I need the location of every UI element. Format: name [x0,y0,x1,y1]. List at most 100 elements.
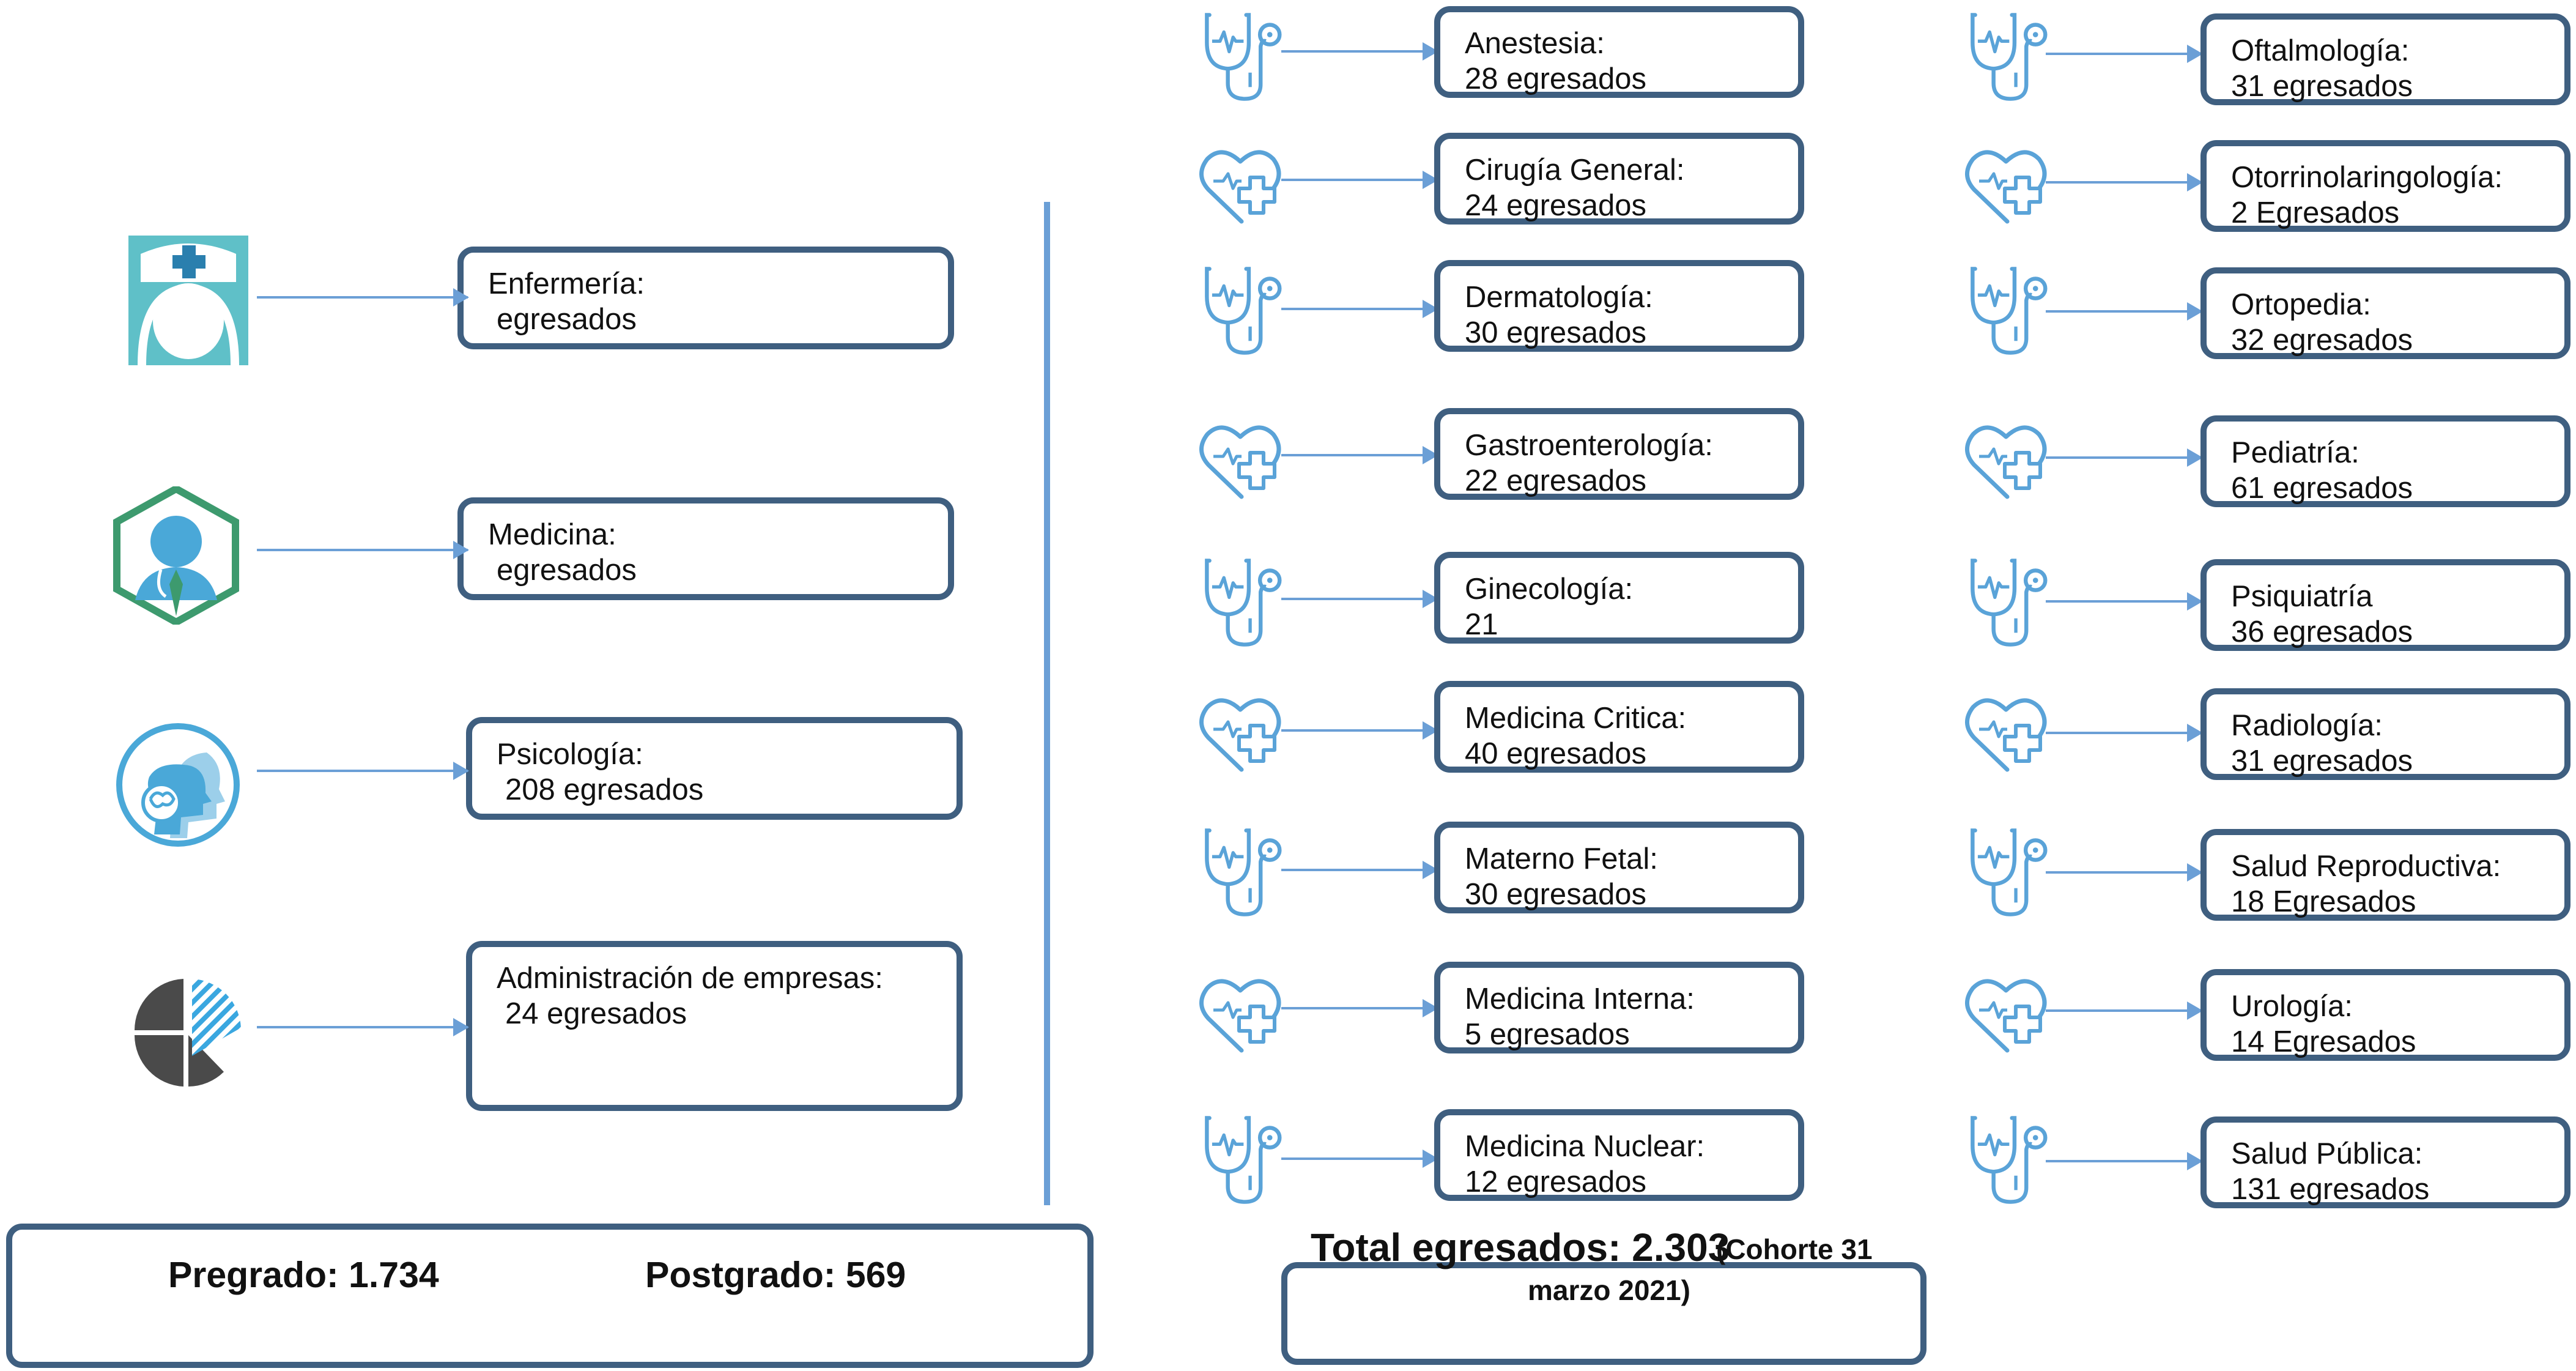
postgrad-card-count: 18 Egresados [2231,885,2416,918]
undergrad-card-title: Medicina: [488,518,616,551]
stethoscope-icon [1963,1114,2049,1206]
connector-arrow [1281,1150,1438,1168]
undergrad-card-count: egresados [497,303,637,336]
psychology-head-icon [116,723,240,847]
postgrad-card-title: Psiquiatría [2231,580,2373,613]
postgrad-card-count: 40 egresados [1465,737,1646,770]
postgrad-card-title: Medicina Nuclear: [1465,1130,1705,1163]
cohort-line2: marzo 2021) [1528,1274,1690,1306]
pie-chart-icon [134,979,241,1087]
postgrad-card-title: Salud Pública: [2231,1137,2423,1170]
connector-arrow [2046,1001,2203,1020]
postgrad-card-title: Urología: [2231,990,2353,1023]
postgrad-card: Salud Pública:131 egresados [2200,1116,2570,1208]
postgrad-card-count: 131 egresados [2231,1173,2430,1206]
heart-cross-icon [1197,413,1283,505]
postgrad-card-title: Pediatría: [2231,436,2359,469]
postgrad-card-title: Medicina Critica: [1465,702,1687,735]
postgrad-card-title: Radiología: [2231,709,2383,742]
postgrad-card-count: 24 egresados [1465,189,1646,222]
connector-arrow [1281,721,1438,740]
postgrad-card-title: Medicina Interna: [1465,983,1695,1016]
postgrad-card: Urología:14 Egresados [2200,969,2570,1061]
postgrad-card-title: Ginecología: [1465,573,1634,606]
postgrad-card-title: Gastroenterología: [1465,429,1713,462]
total-egresados: Total egresados: 2.303 [1311,1225,1730,1269]
heart-cross-icon [1197,138,1283,229]
undergrad-card-title: Enfermería: [488,267,645,300]
stethoscope-icon [1197,557,1283,648]
postgrad-card-count: 32 egresados [2231,324,2413,357]
postgrad-card-count: 36 egresados [2231,615,2413,648]
postgrad-card: Cirugía General:24 egresados [1434,133,1804,225]
undergrad-card-count: egresados [497,554,637,587]
connector-arrow [2046,724,2203,742]
connector-arrow [1281,590,1438,608]
postgrad-card: Medicina Interna:5 egresados [1434,962,1804,1053]
connector-arrow [257,288,469,307]
stethoscope-icon [1197,265,1283,357]
connector-arrow [1281,171,1438,189]
postgrado-total: Postgrado: 569 [645,1255,906,1295]
postgrad-card-title: Salud Reproductiva: [2231,850,2501,883]
postgrad-card: Radiología:31 egresados [2200,688,2570,780]
undergrad-card-title: Administración de empresas: [497,962,883,995]
stethoscope-icon [1963,11,2049,103]
postgrad-card: Pediatría:61 egresados [2200,415,2570,507]
heart-cross-icon [1963,967,2049,1058]
undergrad-card: Administración de empresas:24 egresados [466,941,963,1111]
connector-arrow [257,762,469,780]
heart-cross-icon [1963,686,2049,778]
undergrad-card-count: 208 egresados [505,773,704,806]
postgrad-card-count: 21 [1465,608,1498,641]
postgrad-card: Anestesia:28 egresados [1434,6,1804,98]
summary-box-total [1281,1262,1926,1365]
postgrad-card-count: 31 egresados [2231,70,2413,103]
heart-cross-icon [1197,967,1283,1058]
connector-arrow [257,1018,469,1036]
postgrad-card-title: Oftalmología: [2231,34,2410,67]
postgrad-card-title: Cirugía General: [1465,154,1685,187]
connector-arrow [1281,42,1438,61]
postgrad-card-count: 22 egresados [1465,464,1646,497]
connector-arrow [2046,592,2203,611]
pregrado-total: Pregrado: 1.734 [168,1255,439,1295]
connector-arrow [2046,302,2203,321]
postgrad-card: Medicina Critica:40 egresados [1434,681,1804,773]
stethoscope-icon [1197,1114,1283,1206]
connector-arrow [1281,300,1438,318]
postgrad-card-title: Dermatología: [1465,281,1653,314]
stethoscope-icon [1197,11,1283,103]
postgrad-card-count: 31 egresados [2231,745,2413,778]
undergrad-card-title: Psicología: [497,738,643,771]
postgrad-card: Materno Fetal:30 egresados [1434,822,1804,913]
connector-arrow [2046,448,2203,467]
postgrad-card-count: 61 egresados [2231,472,2413,505]
connector-arrow [1281,999,1438,1017]
connector-arrow [2046,863,2203,882]
connector-arrow [2046,1152,2203,1170]
postgrad-card-title: Anestesia: [1465,27,1605,60]
postgrad-card: Dermatología:30 egresados [1434,260,1804,352]
postgrad-card-title: Ortopedia: [2231,288,2371,321]
postgrad-card-count: 2 Egresados [2231,196,2400,229]
postgrad-card-title: Materno Fetal: [1465,842,1658,875]
stethoscope-icon [1963,557,2049,648]
stethoscope-icon [1963,827,2049,918]
postgrad-card: Ginecología:21 [1434,552,1804,644]
undergrad-card: Psicología:208 egresados [466,717,963,820]
stethoscope-icon [1197,827,1283,918]
heart-cross-icon [1963,138,2049,229]
postgrad-card-count: 30 egresados [1465,316,1646,349]
postgrad-card: Oftalmología:31 egresados [2200,13,2570,105]
cohort-line1: (Cohorte 31 [1716,1233,1873,1265]
postgrad-card: Gastroenterología:22 egresados [1434,408,1804,500]
connector-arrow [1281,861,1438,879]
heart-cross-icon [1963,413,2049,505]
undergrad-card: Enfermería:egresados [457,247,954,349]
doctor-icon [113,486,239,625]
undergrad-card-count: 24 egresados [505,997,687,1030]
summary-box-undergrad-postgrad [6,1224,1094,1368]
divider-line [1044,202,1050,1205]
